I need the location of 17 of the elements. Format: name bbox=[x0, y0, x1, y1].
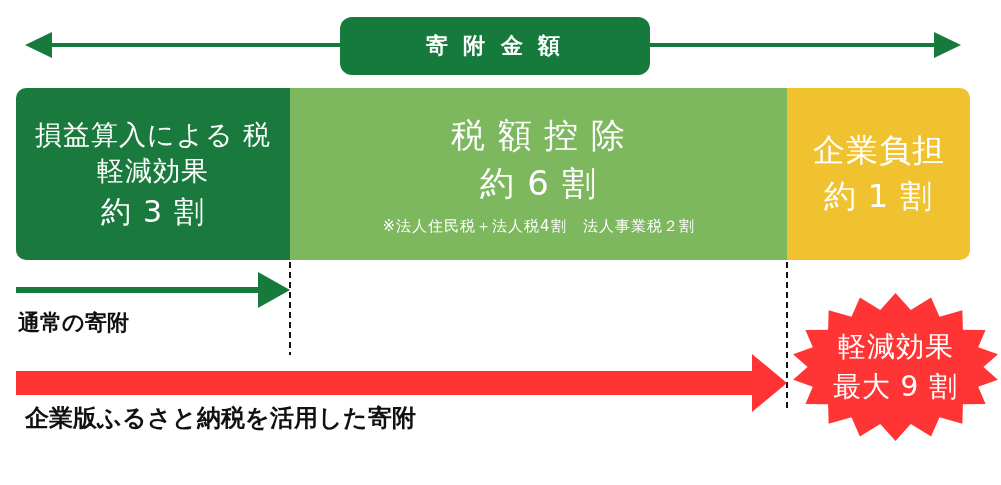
segment-bar bbox=[290, 88, 787, 260]
value-text: 寄 附 金 額 bbox=[425, 31, 565, 60]
arrow-label: 企業版ふるさと納税を活用した寄附 bbox=[25, 403, 416, 434]
value-text: 約 3 割 bbox=[101, 192, 205, 231]
segment-bar bbox=[787, 88, 970, 260]
value-text: 約 6 割 bbox=[480, 162, 597, 206]
segment-bar bbox=[16, 88, 290, 260]
heading-text: 税 額 控 除 bbox=[450, 114, 627, 158]
heading-text: 企業負担 bbox=[812, 130, 945, 172]
arrow-label: 通常の寄附 bbox=[18, 309, 129, 337]
value-text: 最大 9 割 bbox=[832, 369, 959, 405]
title-pill bbox=[340, 17, 650, 75]
note-text: ※法人住民税＋法人税4割 法人事業税２割 bbox=[382, 217, 695, 237]
heading-text: 損益算入による 税軽減効果 bbox=[33, 118, 273, 188]
heading-text: 軽減効果 bbox=[837, 328, 954, 365]
starburst-badge bbox=[790, 292, 1001, 442]
value-text: 約 1 割 bbox=[823, 176, 934, 217]
